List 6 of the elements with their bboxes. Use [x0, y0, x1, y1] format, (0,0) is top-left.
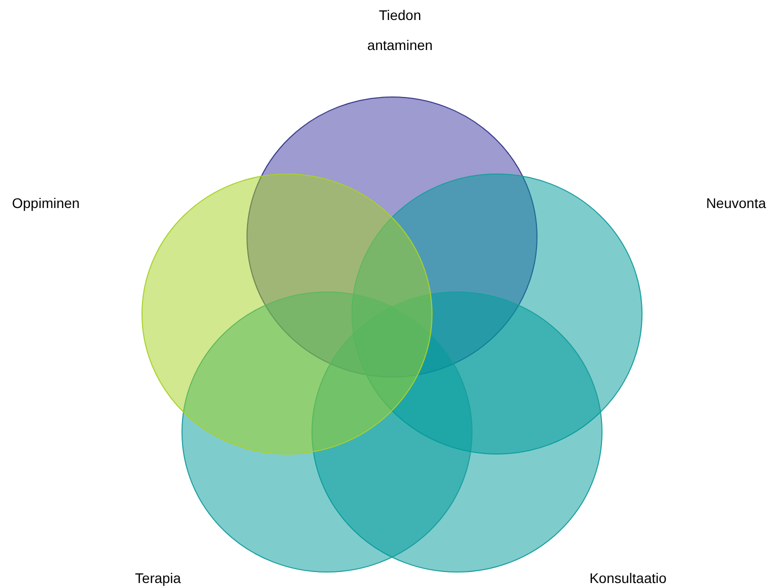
set-label: Neuvonta [705, 194, 766, 213]
set-label: Terapia [134, 569, 182, 587]
set-label: Oppiminen [12, 194, 81, 213]
venn-circle [142, 174, 432, 454]
set-label: Konsultaatio [588, 569, 668, 587]
set-label: Tiedon antaminen [366, 6, 434, 55]
